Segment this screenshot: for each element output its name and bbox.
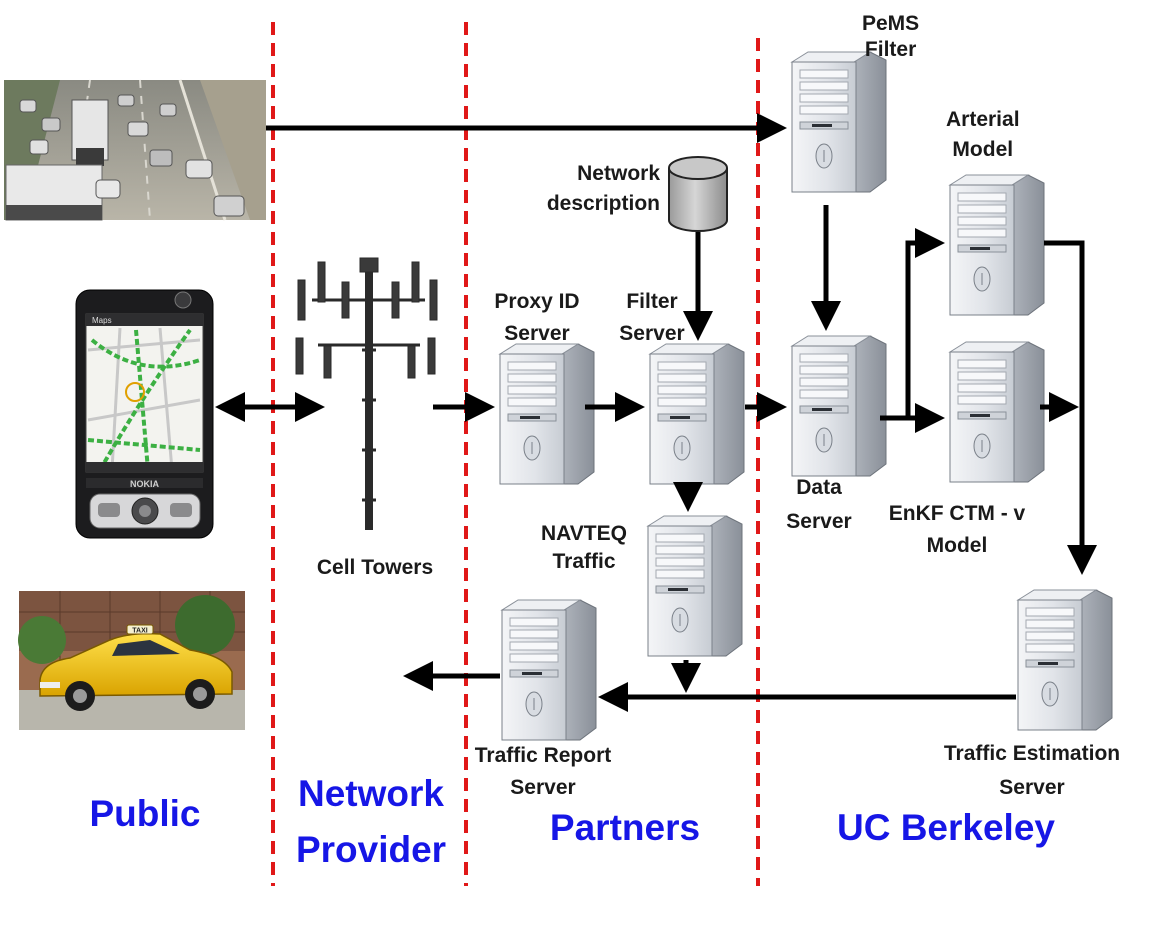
traffic-estimation-server-icon (1017, 589, 1113, 731)
pems-filter-label-line1: PeMS (862, 12, 920, 35)
network-description-label-line1: Network (577, 162, 660, 185)
arterial-model-server-icon (949, 174, 1045, 316)
cell-tower-icon (295, 257, 438, 530)
arterial-model-label-line1: Arterial (946, 108, 1020, 131)
filter-server-label-line2: Server (619, 322, 685, 345)
taxi-roof-sign: TAXI (132, 628, 147, 635)
pems-filter-label-line2: Filter (864, 38, 917, 61)
zone-uc-berkeley-label: UC Berkeley (836, 807, 1055, 848)
zone-dividers (271, 22, 760, 886)
zone-network-provider-label: Network Provider (276, 772, 466, 872)
traffic-estimation-server-label-line2: Server (999, 776, 1065, 799)
traffic-report-server-label-line2: Server (510, 776, 576, 799)
data-server-label: Data Server (778, 472, 860, 538)
highway-traffic-image (4, 79, 266, 221)
zone-network-provider-line1: Network (298, 773, 444, 814)
proxy-id-server-icon (499, 343, 595, 485)
filter-server-icon (649, 343, 745, 485)
phone-app-title: Maps (92, 316, 112, 325)
cell-towers-label: Cell Towers (316, 556, 434, 579)
data-server-icon (791, 335, 887, 477)
proxy-id-server-label-line1: Proxy ID (494, 290, 580, 313)
phone-brand: NOKIA (130, 479, 160, 489)
data-flow-arrows (215, 113, 1097, 712)
network-description-label: Network description (524, 158, 660, 220)
zone-network-provider-line2: Provider (295, 829, 447, 870)
data-server-label-line1: Data (796, 476, 842, 499)
traffic-estimation-server-label-line1: Traffic Estimation (943, 742, 1121, 765)
enkf-model-label-line2: Model (926, 534, 988, 557)
mobile-phone-image: Maps NOKIA (75, 289, 214, 539)
navteq-traffic-label: NAVTEQ Traffic (532, 518, 636, 578)
traffic-estimation-server-label: Traffic Estimation Server (922, 738, 1142, 804)
network-description-database-icon (668, 156, 728, 232)
data-server-label-line2: Server (786, 510, 852, 533)
zone-public-label: Public (89, 793, 201, 834)
zone-partners-label: Partners (549, 807, 701, 848)
pems-filter-server-icon (791, 51, 887, 193)
traffic-report-server-label: Traffic Report Server (458, 740, 628, 804)
traffic-report-server-label-line1: Traffic Report (474, 744, 612, 767)
arrow-arterial-to-estimation (1044, 240, 1097, 575)
arterial-model-label: Arterial Model (946, 104, 1020, 166)
enkf-model-label-line1: EnKF CTM - v (888, 502, 1026, 525)
taxi-image: TAXI (18, 591, 245, 730)
filter-server-label: Filter Server (602, 286, 702, 350)
network-description-label-line2: description (546, 192, 660, 215)
proxy-id-server-label-line2: Server (504, 322, 570, 345)
navteq-traffic-label-line2: Traffic (552, 550, 616, 573)
navteq-traffic-server-icon (647, 515, 743, 657)
arrow-data-to-arterial (880, 228, 945, 421)
pems-filter-label: PeMS Filter (862, 8, 919, 66)
arterial-model-label-line2: Model (952, 138, 1014, 161)
traffic-report-server-icon (501, 599, 597, 741)
filter-server-label-line1: Filter (626, 290, 678, 313)
enkf-model-label: EnKF CTM - v Model (872, 498, 1042, 562)
proxy-id-server-label: Proxy ID Server (484, 286, 590, 350)
enkf-model-server-icon (949, 341, 1045, 483)
navteq-traffic-label-line1: NAVTEQ (541, 522, 627, 545)
